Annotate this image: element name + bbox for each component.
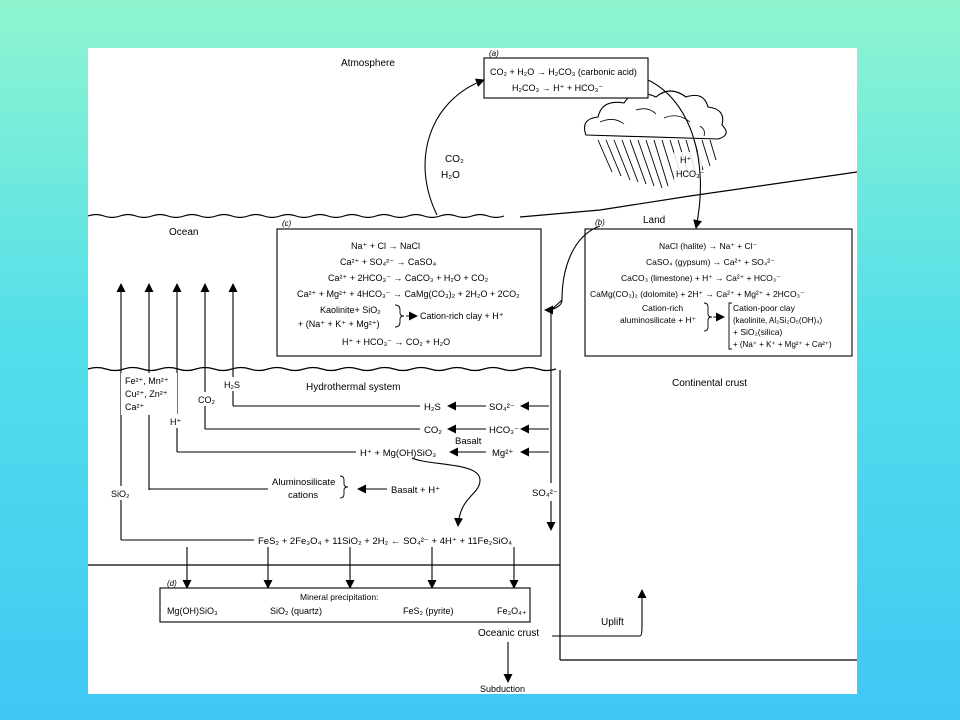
seawater-recharge-arrow bbox=[546, 299, 563, 531]
h2s-up-backdrop bbox=[222, 377, 244, 391]
metals-label: Cu²⁺, Zn²⁺ bbox=[125, 389, 168, 399]
box-c-line: Ca²⁺ + 2HCO₃⁻ → CaCO₃ + H₂O + CO₂ bbox=[328, 273, 489, 283]
cations-label: cations bbox=[288, 490, 318, 501]
box-c-line: Cation-rich clay + H⁺ bbox=[420, 311, 504, 321]
rain-hco3-label: HCO₃⁻ bbox=[676, 169, 705, 179]
subduction-label: Subduction bbox=[480, 684, 525, 694]
land-surface-line bbox=[519, 171, 858, 218]
h2s-label: H₂S bbox=[424, 402, 441, 413]
box-b-line: Cation-poor clay bbox=[733, 303, 796, 313]
box-b-line: Cation-rich bbox=[642, 303, 683, 313]
sio2-backdrop bbox=[110, 486, 134, 500]
box-c-line: Ca²⁺ + Mg²⁺ + 4HCO₃⁻ → CaMg(CO₃)₂ + 2H₂O… bbox=[297, 289, 520, 299]
oceanic-crust-label: Oceanic crust bbox=[478, 628, 539, 639]
h-plus-label: H⁺ bbox=[170, 417, 181, 427]
ocean-surface-line bbox=[87, 213, 505, 219]
co2-up-label: CO₂ bbox=[198, 395, 216, 405]
so4-side-label: SO₄²⁻ bbox=[532, 488, 558, 499]
box-d-title: Mineral precipitation: bbox=[300, 592, 378, 602]
ocean-label: Ocean bbox=[169, 227, 198, 238]
box-b-line: (kaolinite, Al₂Si₂O₅(OH)₄) bbox=[733, 316, 822, 325]
box-c-line: Kaolinite+ SiO₂ bbox=[320, 305, 381, 315]
land-to-ocean-arrow bbox=[544, 225, 601, 315]
box-c-line: + (Na⁺ + K⁺ + Mg²⁺) bbox=[298, 319, 380, 329]
figure-panel bbox=[88, 48, 857, 694]
so4-label: SO₄²⁻ bbox=[489, 402, 515, 413]
box-c-line: Ca²⁺ + SO₄²⁻ → CaSO₄ bbox=[340, 257, 436, 267]
continental-crust-label: Continental crust bbox=[672, 378, 747, 389]
h-plus-backdrop bbox=[168, 414, 186, 428]
flux-co2-label: CO₂ bbox=[445, 154, 464, 165]
box-b-line: CaMg(CO₃)₂ (dolomite) + 2H⁺ → Ca²⁺ + Mg²… bbox=[590, 289, 805, 299]
h2s-up-label: H₂S bbox=[224, 380, 240, 390]
box-b-line: CaCO₃ (limestone) + H⁺ → Ca²⁺ + HCO₃⁻ bbox=[621, 273, 781, 283]
metals-backdrop bbox=[121, 373, 177, 415]
box-b-tag: (b) bbox=[595, 218, 605, 227]
hco3-label: HCO₃⁻ bbox=[489, 425, 519, 436]
box-b-line: NaCl (halite) → Na⁺ + Cl⁻ bbox=[659, 241, 758, 251]
co2-up-backdrop bbox=[196, 392, 218, 406]
mg-reaction-label: H⁺ + Mg(OH)SiO₃ bbox=[360, 448, 436, 459]
box-b-line: aluminosilicate + H⁺ bbox=[620, 315, 697, 325]
box-b-line: CaSO₄ (gypsum) → Ca²⁺ + SO₄²⁻ bbox=[646, 257, 775, 267]
box-b-land-weathering: (b) NaCl (halite) → Na⁺ + Cl⁻ CaSO₄ (gyp… bbox=[584, 218, 853, 357]
hydrothermal-label: Hydrothermal system bbox=[306, 382, 400, 393]
box-d-item: Fe₃O₄₊ bbox=[497, 606, 527, 616]
box-c-ocean-reactions: (c) Na⁺ + Cl → NaCl Ca²⁺ + SO₄²⁻ → CaSO₄… bbox=[276, 219, 542, 357]
box-d-tag: (d) bbox=[167, 579, 177, 588]
box-d-item: Mg(OH)SiO₃ bbox=[167, 606, 218, 616]
precipitation-arrows bbox=[182, 547, 519, 589]
brace bbox=[339, 475, 349, 499]
box-b-line: + (Na⁺ + K⁺ + Mg²⁺ + Ca²⁺) bbox=[733, 340, 832, 349]
box-a-carbonic-acid: (a) CO₂ + H₂O → H₂CO₃ (carbonic acid) H₂… bbox=[483, 49, 649, 99]
box-d-item: SiO₂ (quartz) bbox=[270, 606, 322, 616]
co2-label: CO₂ bbox=[424, 425, 442, 436]
ocean-to-atmosphere-arrow bbox=[424, 78, 485, 216]
flux-h2o-label: H₂O bbox=[441, 170, 460, 181]
basalt-alteration-arrow bbox=[411, 457, 481, 527]
box-b-line: + SiO₂(silica) bbox=[733, 327, 783, 337]
box-c-tag: (c) bbox=[282, 219, 292, 228]
box-c-line: H⁺ + HCO₃⁻ → CO₂ + H₂O bbox=[342, 337, 450, 347]
atmosphere-label: Atmosphere bbox=[341, 58, 395, 69]
mg-label: Mg²⁺ bbox=[492, 448, 513, 459]
atmosphere-to-land-arrow bbox=[647, 79, 703, 229]
box-d-item: FeS₂ (pyrite) bbox=[403, 606, 454, 616]
basalt-h-label: Basalt + H⁺ bbox=[391, 485, 440, 496]
box-a-line: CO₂ + H₂O → H₂CO₃ (carbonic acid) bbox=[490, 67, 637, 77]
basalt-label: Basalt bbox=[455, 436, 482, 447]
metals-label: Ca²⁺ bbox=[125, 402, 145, 412]
box-c-line: Na⁺ + Cl → NaCl bbox=[351, 241, 420, 251]
sio2-label: SiO₂ bbox=[111, 489, 130, 499]
metals-label: Fe²⁺, Mn²⁺ bbox=[125, 376, 169, 386]
box-a-line: H₂CO₃ → H⁺ + HCO₃⁻ bbox=[512, 83, 603, 93]
main-reaction-label: FeS₂ + 2Fe₃O₄ + 11SiO₂ + 2H₂ ← SO₄²⁻ + 4… bbox=[258, 536, 512, 547]
uplift-arrow bbox=[552, 589, 647, 637]
rain-label-backdrop bbox=[674, 152, 702, 182]
box-d-mineral-precipitation: (d) Mineral precipitation: Mg(OH)SiO₃ Si… bbox=[159, 579, 531, 623]
uplift-label: Uplift bbox=[601, 617, 624, 628]
sea-floor-line bbox=[87, 366, 557, 372]
aluminosilicate-label: Aluminosilicate bbox=[272, 477, 335, 488]
rain-h-label: H⁺ bbox=[680, 155, 691, 165]
so4-side-backdrop bbox=[530, 483, 552, 501]
box-a-tag: (a) bbox=[489, 49, 499, 58]
land-label: Land bbox=[643, 215, 665, 226]
